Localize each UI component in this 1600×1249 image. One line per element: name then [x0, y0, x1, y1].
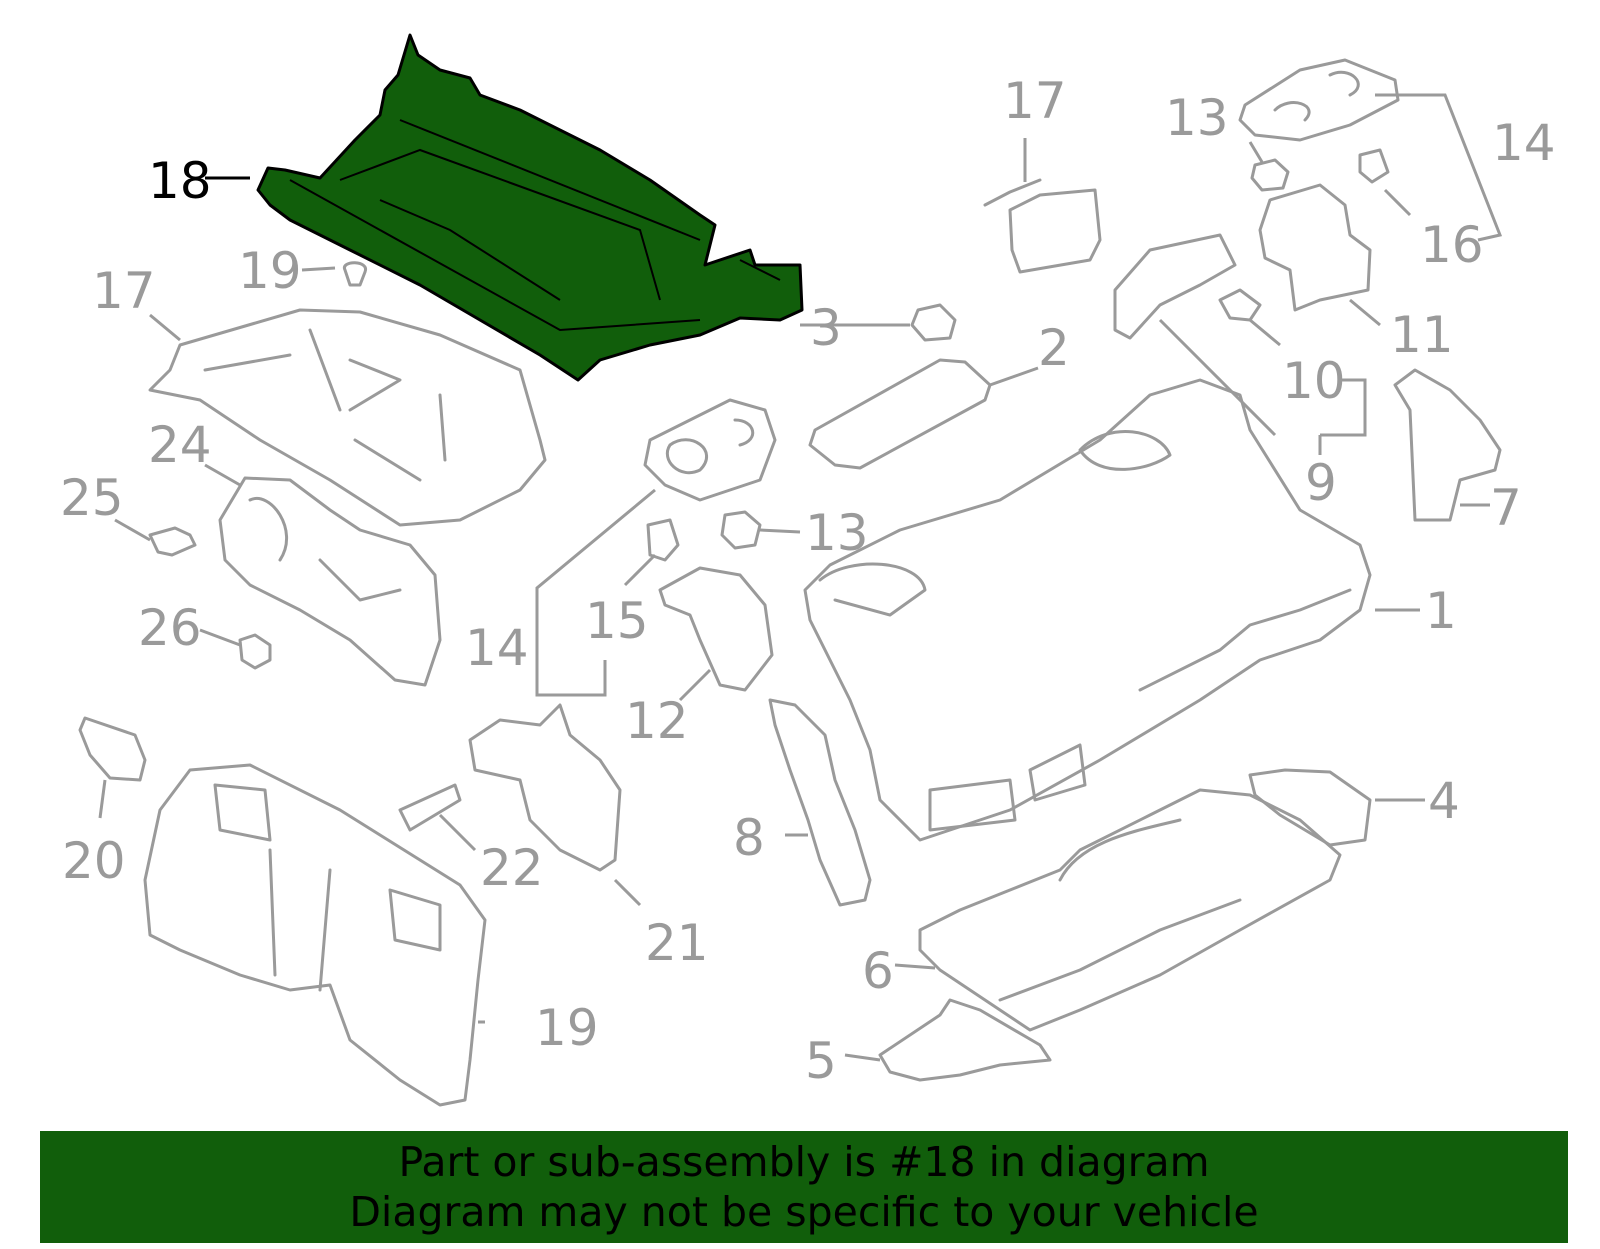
part-1-detail-a	[818, 562, 927, 617]
part-5-panel[interactable]	[878, 998, 1052, 1082]
part-16-clip-right[interactable]	[1358, 148, 1390, 184]
part-2-strip[interactable]	[808, 358, 992, 470]
part-24-bolt[interactable]	[398, 783, 462, 832]
callout-2: 2	[1038, 319, 1070, 377]
part-3-nut[interactable]	[910, 303, 957, 342]
part-1-detail-c	[928, 743, 1087, 832]
callout-18: 18	[148, 152, 212, 210]
part-7-bracket[interactable]	[1393, 368, 1502, 522]
callout-24: 22	[480, 839, 544, 897]
part-19-panel[interactable]	[148, 308, 547, 527]
part-14-detail	[1273, 70, 1360, 122]
part-1-detail-d	[1138, 588, 1352, 692]
part-6-detail	[998, 818, 1242, 1002]
callout-27: 26	[138, 599, 202, 657]
banner-line-1: Part or sub-assembly is #18 in diagram	[398, 1138, 1210, 1186]
part-25-panel[interactable]	[218, 476, 442, 687]
part-21-detail	[213, 783, 442, 992]
part-13-nut-right[interactable]	[1250, 158, 1290, 192]
callout-17: 17	[1003, 72, 1067, 130]
part-16-clip-center[interactable]	[646, 518, 680, 562]
part-20-clip[interactable]	[343, 261, 367, 287]
part-21-trim[interactable]	[143, 763, 487, 1107]
callout-13-right: 13	[1165, 89, 1229, 147]
part-8-panel[interactable]	[768, 698, 872, 907]
callout-13-center: 13	[805, 504, 869, 562]
part-26-bolt[interactable]	[148, 526, 197, 557]
part-1-trunk-liner[interactable]	[803, 378, 1372, 842]
part-10-clip[interactable]	[1218, 288, 1262, 322]
part-27-nut[interactable]	[238, 633, 272, 670]
part-25-detail	[248, 496, 402, 602]
leader-lines	[98, 93, 1503, 1062]
callout-14: 14	[1492, 114, 1556, 172]
callout-12: 12	[625, 692, 689, 750]
part-23-bracket[interactable]	[468, 703, 622, 872]
callout-19: 17	[92, 262, 156, 320]
part-17-cable	[983, 178, 1042, 207]
callout-21: 19	[535, 999, 599, 1057]
part-19-detail	[203, 328, 447, 482]
part-18-shelf[interactable]	[256, 33, 804, 382]
part-11-bracket[interactable]	[1258, 183, 1372, 312]
part-15-cup-holder[interactable]	[643, 398, 777, 502]
part-17-handle[interactable]	[1008, 188, 1102, 274]
part-14-cup-holder[interactable]	[1238, 58, 1400, 142]
banner-line-2: Diagram may not be specific to your vehi…	[349, 1188, 1259, 1236]
part-6-mat[interactable]	[918, 788, 1342, 1032]
callout-3: 3	[810, 299, 842, 357]
info-banner: Part or sub-assembly is #18 in diagram D…	[40, 1131, 1568, 1243]
part-22-cover[interactable]	[78, 716, 147, 782]
callout-25: 24	[148, 416, 212, 474]
callout-22: 20	[62, 832, 126, 890]
callout-4: 4	[1428, 772, 1460, 830]
part-9-bracket[interactable]	[1113, 233, 1237, 340]
callout-1: 1	[1425, 582, 1457, 640]
callout-6: 6	[862, 942, 894, 1000]
callout-20: 19	[238, 242, 302, 300]
callout-16-center: 15	[585, 592, 649, 650]
part-15-detail	[665, 418, 754, 475]
callout-26: 25	[60, 469, 124, 527]
callout-9: 9	[1305, 454, 1337, 512]
callout-5: 5	[805, 1032, 837, 1090]
part-13-nut-center[interactable]	[720, 510, 762, 550]
callout-11: 11	[1390, 306, 1454, 364]
callout-23: 21	[645, 914, 709, 972]
part-4-strip[interactable]	[1248, 768, 1372, 847]
callout-7: 7	[1490, 479, 1522, 537]
part-1-detail-b	[1078, 430, 1172, 471]
callout-8: 8	[733, 809, 765, 867]
callout-10: 10	[1282, 352, 1346, 410]
callout-15: 14	[465, 619, 529, 677]
callout-labels: 18 19 17 24 25 26 20 19 22 21 14 15 12 3…	[60, 72, 1556, 1090]
callout-16-right: 16	[1420, 216, 1484, 274]
part-12-bracket[interactable]	[658, 566, 774, 692]
